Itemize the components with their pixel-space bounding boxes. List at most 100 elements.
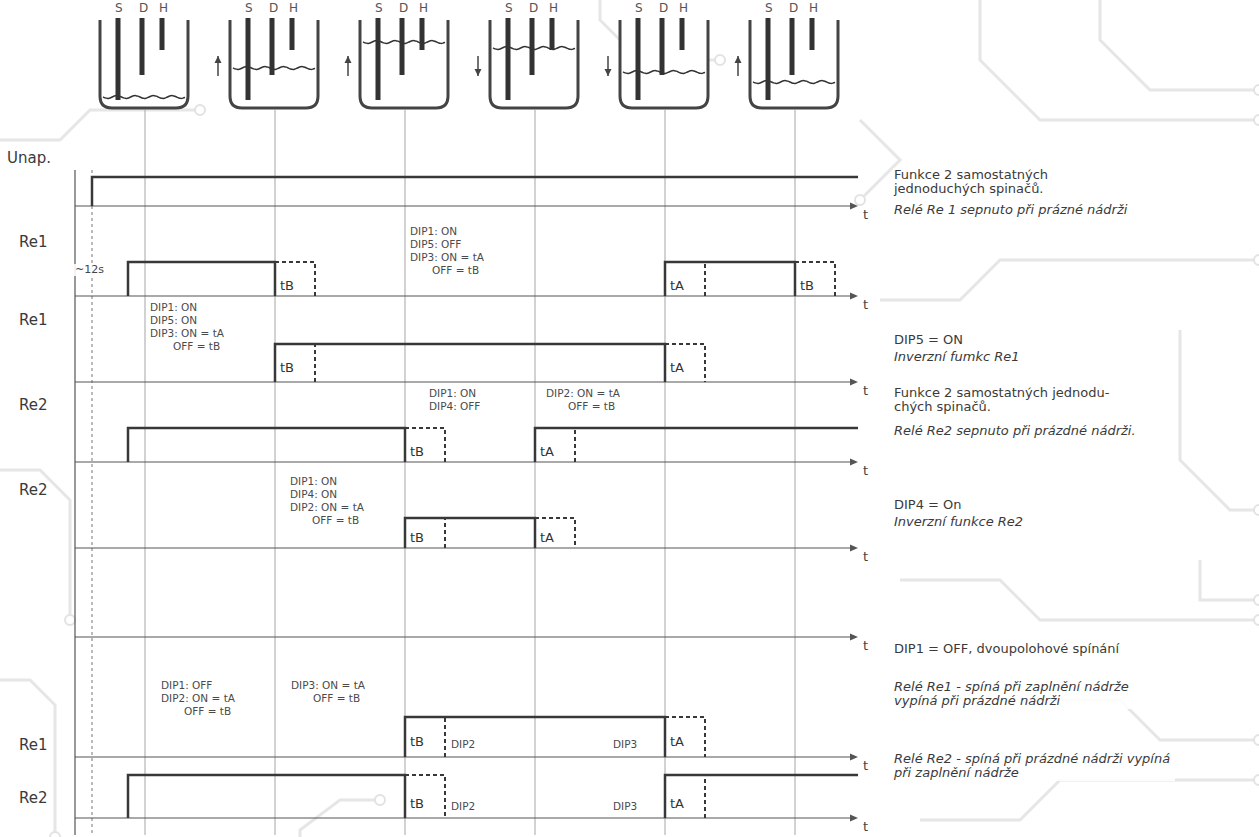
time-axis-label: t: [862, 759, 869, 773]
note-text: DIP4 = On: [893, 498, 963, 512]
delay-label: tA: [539, 531, 555, 545]
electrode: [680, 18, 685, 50]
grid-line: [145, 110, 146, 835]
time-axis-label: t: [862, 384, 869, 398]
electrode-letter: S: [114, 2, 124, 15]
tank: [605, 18, 709, 108]
time-axis-label: t: [862, 464, 869, 478]
relay-signal: [92, 177, 858, 206]
delay-marker: [574, 428, 576, 462]
time-axis: [75, 205, 851, 206]
time-axis-label: t: [862, 550, 869, 564]
dip-setting: DIP2: ON = tA: [545, 388, 621, 400]
delay-marker: [795, 262, 835, 296]
water-level: [753, 81, 835, 84]
delay-marker: [314, 344, 316, 382]
circuit-pad: [375, 795, 385, 805]
electrode-letter: S: [504, 2, 514, 15]
electrode: [140, 18, 145, 75]
note-text: Inverzní funkce Re2: [893, 515, 1024, 529]
time-axis: [75, 756, 851, 757]
delay-label: tA: [539, 445, 555, 459]
circuit-pad: [1254, 115, 1259, 125]
relay-signal: [535, 428, 858, 462]
electrode: [636, 18, 641, 100]
dip-setting: DIP2: ON = tA: [289, 502, 365, 514]
dip-setting: DIP3: ON = tA: [290, 680, 366, 692]
electrode: [530, 18, 535, 75]
signal-name: Re1: [18, 234, 49, 251]
electrode: [550, 18, 555, 50]
delay-marker: [665, 717, 705, 757]
electrode: [790, 18, 795, 75]
signal-name: Re1: [18, 737, 49, 754]
dip-setting: DIP1: ON: [149, 302, 198, 314]
time-axis: [75, 817, 851, 818]
circuit-trace: [0, 110, 200, 140]
relay-signal: [128, 262, 275, 296]
grid-line: [795, 110, 796, 835]
circuit-trace: [1100, 0, 1259, 90]
relay-signal: [128, 775, 405, 818]
electrode: [160, 18, 165, 50]
tank: [735, 18, 839, 108]
tank: [215, 18, 319, 108]
axis-arrowhead: [850, 545, 858, 552]
relay-signal: [128, 428, 405, 462]
electrode-letter: H: [808, 2, 819, 15]
electrode: [116, 18, 121, 100]
electrode-letter: S: [634, 2, 644, 15]
circuit-pad: [1254, 505, 1259, 515]
electrode-letter: D: [398, 2, 409, 15]
axis-arrowhead: [850, 754, 858, 761]
time-axis-label: t: [862, 298, 869, 312]
circuit-pad: [65, 615, 75, 625]
note-text: Inverzní fumkc Re1: [893, 350, 1021, 364]
note-text: Relé Re2 - spíná při prázdné nádrži vypí…: [893, 752, 1175, 781]
delay-label: tB: [409, 445, 425, 459]
tank-illustrations: [100, 18, 838, 108]
electrode-letter: H: [158, 2, 169, 15]
electrode: [270, 18, 275, 75]
dip-setting: DIP3: ON = tA: [409, 252, 485, 264]
delay-label: tB: [409, 531, 425, 545]
level-arrowhead: [475, 69, 482, 76]
electrode: [376, 18, 381, 100]
dip-setting: DIP1: ON: [428, 388, 477, 400]
note-text: Relé Re 1 sepnuto při prázné nádrži: [893, 203, 1128, 217]
time-axis-label: t: [862, 820, 869, 834]
delay-marker: [535, 518, 575, 548]
relay-signal: [665, 262, 795, 296]
dip-setting: OFF = tB: [312, 693, 361, 705]
level-arrowhead: [215, 56, 222, 63]
time-axis: [75, 295, 851, 296]
dip-setting: DIP1: OFF: [160, 680, 213, 692]
dip-setting: DIP4: OFF: [428, 401, 481, 413]
circuit-trace: [920, 780, 1259, 820]
circuit-pad: [1254, 775, 1259, 785]
circuit-pad: [195, 105, 205, 115]
tank: [475, 18, 579, 108]
circuit-pad: [1254, 735, 1259, 745]
time-axis-label: t: [862, 208, 869, 222]
time-axis-label: t: [862, 639, 869, 653]
electrode: [810, 18, 815, 50]
signal-name: Re1: [18, 312, 49, 329]
electrode-letter: S: [374, 2, 384, 15]
electrode-letter: D: [268, 2, 279, 15]
delay-marker: [444, 518, 446, 548]
relay-signal: [405, 518, 535, 548]
circuit-pad: [1254, 595, 1259, 605]
dip-setting: OFF = tB: [567, 401, 616, 413]
delay-marker: [275, 262, 315, 296]
circuit-trace: [0, 680, 55, 837]
circuit-pad: [1254, 615, 1259, 625]
delay-marker: [665, 344, 705, 382]
signal-name: Re2: [18, 790, 49, 807]
delay-marker: [704, 775, 706, 818]
startup-delay: ~12s: [74, 264, 105, 276]
signal-name: Unap.: [6, 150, 52, 167]
axis-arrowhead: [850, 379, 858, 386]
relay-signal: [275, 344, 665, 382]
